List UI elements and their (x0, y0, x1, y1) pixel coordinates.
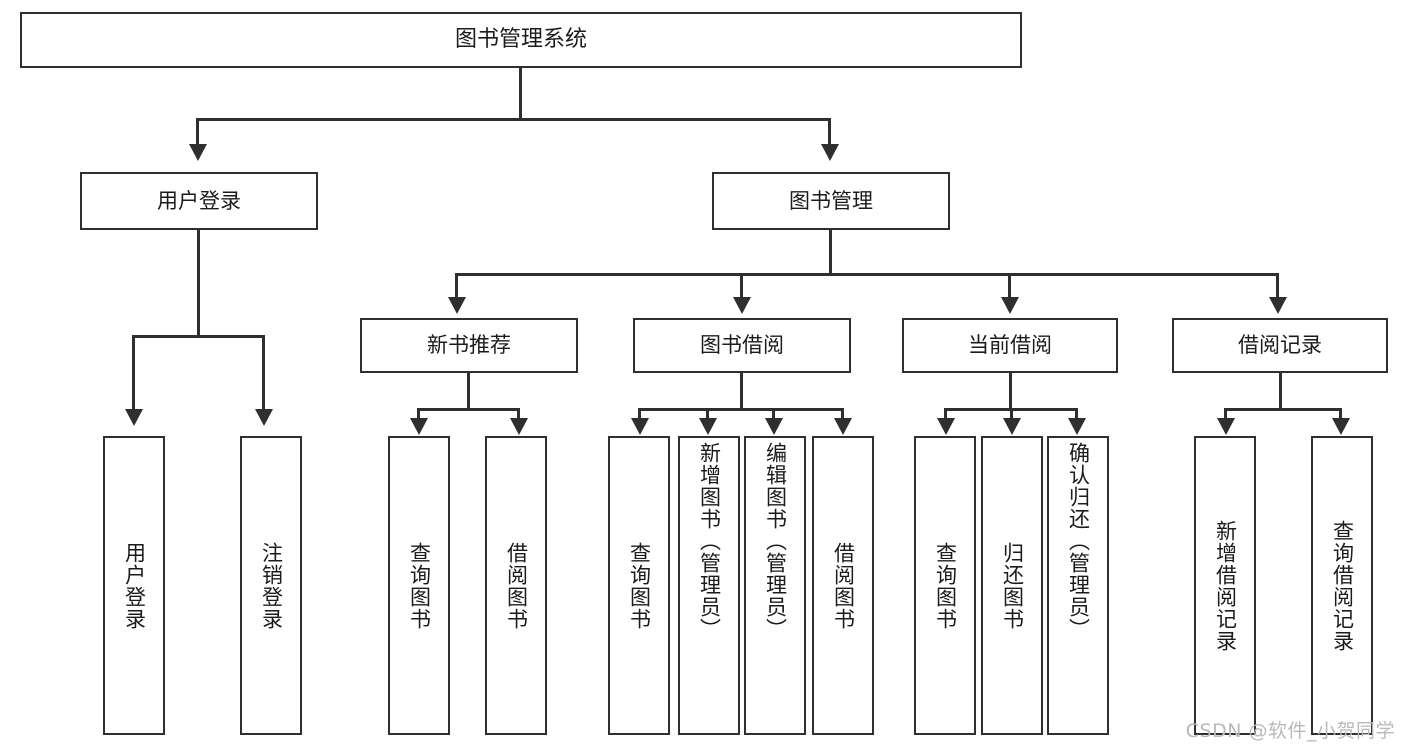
arrowhead-to-bb-leaf-1 (631, 418, 649, 435)
connector-book-management-bar (455, 273, 1279, 276)
node-label: 确认归还（管理员） (1066, 442, 1091, 640)
arrowhead-to-logout-leaf (255, 409, 273, 426)
leaf-bb-edit-book-admin[interactable]: 编辑图书（管理员） (744, 436, 806, 735)
node-label: 图书管理 (789, 188, 873, 213)
leaf-user-login[interactable]: 用户登录 (103, 436, 165, 735)
arrowhead-to-current-borrow (1001, 297, 1019, 314)
node-label: 新增借阅记录 (1213, 519, 1238, 652)
connector-nbr-drop-1 (417, 408, 420, 420)
arrowhead-to-br-leaf-1 (1217, 418, 1235, 435)
node-label: 图书借阅 (700, 333, 784, 358)
leaf-br-add-record[interactable]: 新增借阅记录 (1194, 436, 1256, 735)
connector-user-login-drop-1 (132, 335, 135, 410)
connector-bb-drop-4 (841, 408, 844, 420)
arrowhead-to-cb-leaf-1 (937, 418, 955, 435)
connector-bb-drop-3 (772, 408, 775, 420)
arrowhead-to-user-login (189, 144, 207, 161)
connector-nbr-bar (417, 408, 520, 411)
node-label: 查询图书 (627, 541, 652, 630)
leaf-logout[interactable]: 注销登录 (240, 436, 302, 735)
connector-user-login-drop-2 (262, 335, 265, 410)
connector-cb-drop-2 (1010, 408, 1013, 420)
connector-nbr-drop-2 (517, 408, 520, 420)
connector-bm-drop-1 (455, 273, 458, 299)
node-label: 用户登录 (122, 541, 147, 630)
node-label: 借阅图书 (504, 541, 529, 630)
connector-user-login-stem (197, 230, 200, 335)
node-label: 借阅记录 (1238, 333, 1322, 358)
connector-root-drop-right (828, 118, 831, 146)
connector-br-bar (1224, 408, 1342, 411)
node-label: 查询借阅记录 (1330, 519, 1355, 652)
arrowhead-to-bb-leaf-3 (765, 418, 783, 435)
node-current-borrow[interactable]: 当前借阅 (902, 318, 1118, 373)
arrowhead-to-user-login-leaf (125, 409, 143, 426)
connector-br-drop-1 (1224, 408, 1227, 420)
node-user-login[interactable]: 用户登录 (80, 172, 318, 230)
node-label: 编辑图书（管理员） (763, 442, 788, 640)
connector-root-bar (196, 118, 830, 121)
arrowhead-to-book-borrow (733, 297, 751, 314)
node-new-book-recommend[interactable]: 新书推荐 (360, 318, 578, 373)
connector-bb-drop-1 (638, 408, 641, 420)
node-label: 新增图书（管理员） (697, 442, 722, 640)
arrowhead-to-nbr-leaf-2 (510, 418, 528, 435)
node-label: 注销登录 (259, 541, 284, 630)
arrowhead-to-new-book-recommend (448, 297, 466, 314)
connector-br-drop-2 (1339, 408, 1342, 420)
connector-br-stem (1279, 373, 1282, 408)
connector-bb-bar (638, 408, 844, 411)
connector-bb-stem (740, 373, 743, 408)
connector-bm-drop-3 (1008, 273, 1011, 299)
node-label: 查询图书 (407, 541, 432, 630)
leaf-bb-query-book[interactable]: 查询图书 (608, 436, 670, 735)
arrowhead-to-nbr-leaf-1 (410, 418, 428, 435)
connector-cb-drop-1 (944, 408, 947, 420)
node-label: 查询图书 (933, 541, 958, 630)
connector-book-management-stem (829, 230, 832, 273)
arrowhead-to-br-leaf-2 (1332, 418, 1350, 435)
arrowhead-to-borrow-record (1269, 297, 1287, 314)
connector-bb-drop-2 (706, 408, 709, 420)
node-root-book-management-system[interactable]: 图书管理系统 (20, 12, 1022, 68)
node-label: 归还图书 (1000, 541, 1025, 630)
node-book-management[interactable]: 图书管理 (712, 172, 950, 230)
arrowhead-to-cb-leaf-3 (1068, 418, 1086, 435)
leaf-br-query-record[interactable]: 查询借阅记录 (1311, 436, 1373, 735)
connector-nbr-stem (467, 373, 470, 408)
node-label: 借阅图书 (831, 541, 856, 630)
leaf-cb-confirm-return-admin[interactable]: 确认归还（管理员） (1047, 436, 1109, 735)
connector-bm-drop-4 (1276, 273, 1279, 299)
leaf-bb-borrow-book[interactable]: 借阅图书 (812, 436, 874, 735)
connector-cb-drop-3 (1075, 408, 1078, 420)
leaf-cb-query-book[interactable]: 查询图书 (914, 436, 976, 735)
leaf-cb-return-book[interactable]: 归还图书 (981, 436, 1043, 735)
leaf-nbr-query-book[interactable]: 查询图书 (388, 436, 450, 735)
connector-root-stem (519, 68, 522, 118)
arrowhead-to-cb-leaf-2 (1003, 418, 1021, 435)
connector-root-drop-left (196, 118, 199, 146)
node-label: 图书管理系统 (454, 27, 587, 53)
node-label: 当前借阅 (968, 333, 1052, 358)
node-label: 新书推荐 (427, 333, 511, 358)
node-book-borrow[interactable]: 图书借阅 (633, 318, 851, 373)
node-label: 用户登录 (157, 188, 241, 213)
node-borrow-record[interactable]: 借阅记录 (1172, 318, 1388, 373)
arrowhead-to-bb-leaf-2 (699, 418, 717, 435)
arrowhead-to-book-management (821, 144, 839, 161)
leaf-bb-add-book-admin[interactable]: 新增图书（管理员） (678, 436, 740, 735)
connector-bm-drop-2 (740, 273, 743, 299)
connector-cb-stem (1009, 373, 1012, 408)
leaf-nbr-borrow-book[interactable]: 借阅图书 (485, 436, 547, 735)
connector-user-login-bar (132, 335, 265, 338)
arrowhead-to-bb-leaf-4 (834, 418, 852, 435)
